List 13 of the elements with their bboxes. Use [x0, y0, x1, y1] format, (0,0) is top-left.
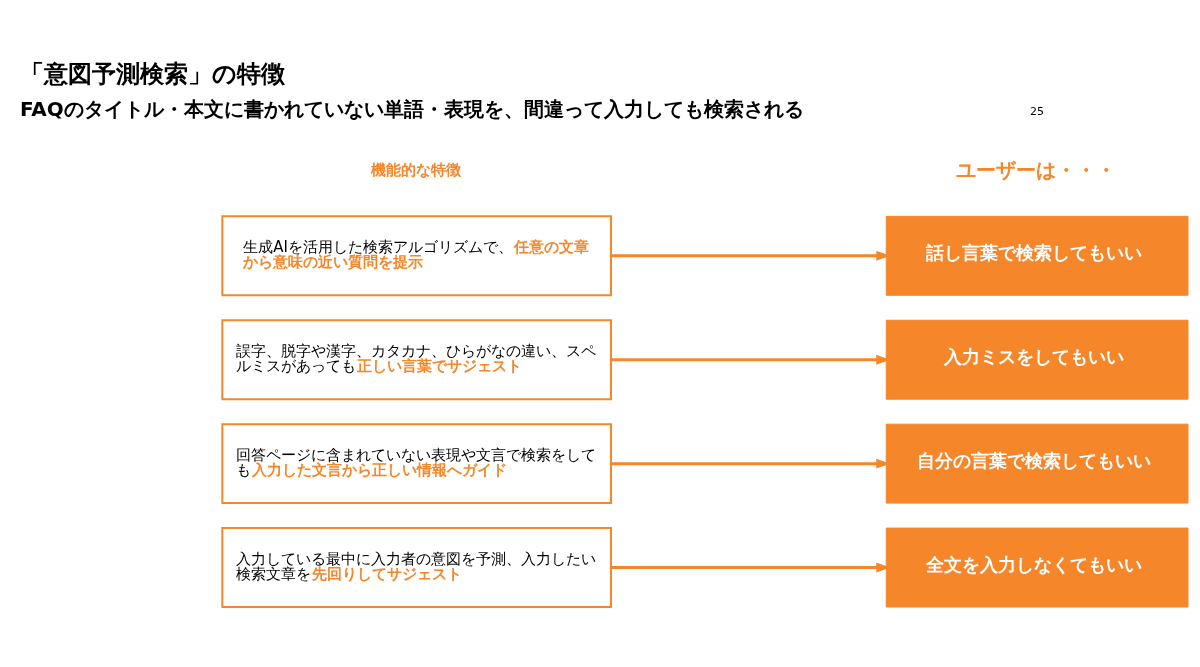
node-box: 全文を入力しなくてもいい: [885, 527, 1189, 608]
node-box: 入力している最中に入力者の意図を予測、入力したい検索文章を先回りしてサジェスト: [221, 527, 612, 608]
diagram-title: 「意図予測検索」の特徴: [20, 60, 286, 89]
node-box: 回答ページに含まれていない表現や文言で検索をしても入力した文言から正しい情報へガイド: [221, 423, 612, 505]
node-box: 入力ミスをしてもいい: [885, 319, 1189, 400]
node-box: 自分の言葉で検索してもいい: [885, 423, 1189, 504]
node-box: 誤字、脱字や漢字、カタカナ、ひらがなの違い、スペルミスがあっても正しい言葉でサジェスト: [221, 319, 612, 401]
label: ユーザーは・・・: [955, 157, 1116, 182]
label: FAQのタイトル・本文に書かれていない単語・表現を、間違って入力しても検索される: [20, 96, 804, 121]
node-box: 生成AIを活用した検索アルゴリズムで、任意の文章から意味の近い質問を提示: [221, 215, 612, 297]
label: 機能的な特徴: [371, 161, 462, 180]
node-box: 話し言葉で検索してもいい: [885, 215, 1189, 296]
label: 25: [1030, 104, 1045, 118]
